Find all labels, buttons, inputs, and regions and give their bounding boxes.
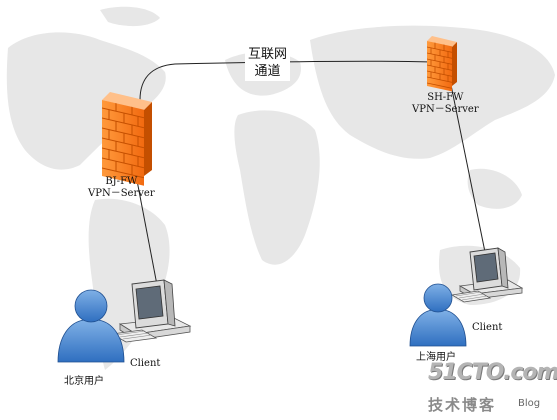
bj-user-icon [57, 289, 125, 363]
sh-user-label: 上海用户 [416, 352, 456, 363]
sh-firewall-icon [427, 36, 457, 92]
bj-client-label: Client [130, 358, 161, 369]
sh-firewall-role: VPN－Server [412, 104, 479, 115]
watermark-blog: Blog [518, 398, 541, 409]
sh-client-label: Client [472, 322, 503, 333]
watermark-site: 51CTO.com [428, 360, 557, 385]
tunnel-label-line2: 通道 [254, 64, 281, 79]
bj-firewall-icon [102, 92, 152, 186]
sh-firewall-name: SH-FW [427, 92, 464, 103]
bj-link-line [134, 169, 158, 286]
bj-user-label: 北京用户 [64, 376, 104, 387]
bj-computer-icon [110, 279, 192, 343]
bj-firewall-label: BJ-FW VPN－Server [88, 176, 155, 200]
sh-user-icon [409, 283, 467, 347]
sh-computer-icon [450, 247, 524, 303]
sh-firewall-label: SH-FW VPN－Server [412, 92, 479, 116]
watermark-cn: 技术博客 [428, 396, 497, 414]
connections [134, 60, 486, 286]
tunnel-label-line1: 互联网 [248, 47, 288, 62]
bj-firewall-role: VPN－Server [88, 188, 155, 199]
sh-link-line [449, 79, 486, 253]
vpn-tunnel-line [139, 60, 433, 101]
bj-firewall-name: BJ-FW [105, 176, 138, 187]
internet-tunnel-label: 互联网 通道 [245, 45, 291, 81]
